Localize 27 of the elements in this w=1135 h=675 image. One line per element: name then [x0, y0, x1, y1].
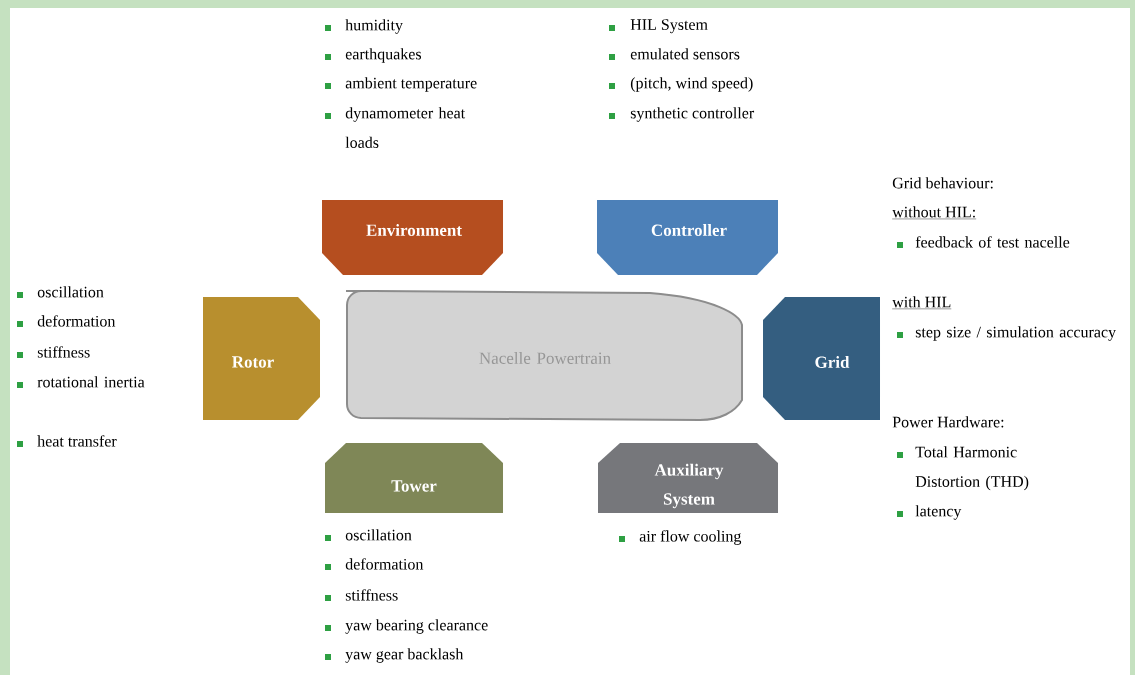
bullet-item: stiffness [17, 346, 90, 358]
bullet-item: rotational inertia [17, 376, 145, 388]
bullet-item: (pitch, wind speed) [609, 77, 753, 92]
heading-text: Grid behaviour: [892, 177, 993, 189]
bullet-item: ambient temperature [325, 77, 477, 92]
bullet-item: emulated sensors [609, 48, 740, 60]
heading-text: Power Hardware: [892, 416, 1004, 428]
bullet-item: humidity [325, 19, 403, 34]
bullet-item: feedback of test nacelle [897, 236, 1070, 248]
bullet-item: air flow cooling [619, 530, 742, 545]
bullet-item: dynamometer heat loads [325, 107, 466, 148]
bullet-item: HIL System [609, 19, 708, 34]
bullet-item: oscillation [325, 529, 412, 541]
bullet-item: latency [897, 505, 962, 520]
bullet-item: yaw gear backlash [325, 648, 464, 663]
bullet-item: step size / simulation accuracy [897, 326, 1116, 341]
bullet-item: stiffness [325, 589, 398, 601]
heading-text: without HIL: [892, 206, 977, 220]
bullet-item: Total Harmonic Distortion (THD) [897, 446, 1029, 491]
bullet-item: oscillation [17, 286, 104, 298]
bullet-item: yaw bearing clearance [325, 619, 488, 634]
bullet-item: deformation [325, 558, 424, 570]
bullet-item: synthetic controller [609, 107, 755, 122]
bullet-item: heat transfer [17, 435, 117, 447]
heading-text: with HIL [892, 296, 952, 310]
bullet-item: earthquakes [325, 48, 422, 63]
bullet-item: deformation [17, 315, 116, 327]
